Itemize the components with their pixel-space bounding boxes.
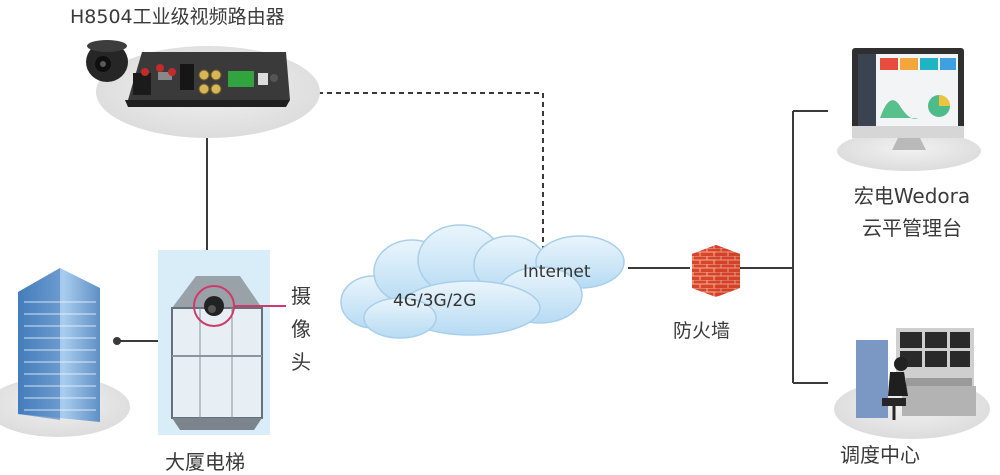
operator-desk-icon xyxy=(834,328,990,439)
router-to-internet-dashed-line xyxy=(318,92,544,248)
elevator-icon xyxy=(158,250,286,435)
networks-label: 4G/3G/2G xyxy=(393,291,477,311)
router-icon xyxy=(125,52,290,107)
cloud-platform-label: 宏电Wedora 云平管理台 xyxy=(844,180,980,244)
cloud-platform-label-line1: 宏电Wedora xyxy=(853,184,971,208)
router-group xyxy=(86,40,320,138)
building-icon xyxy=(0,268,130,437)
elevator-label: 大厦电梯 xyxy=(165,450,245,474)
internet-label: Internet xyxy=(523,262,591,282)
building-link-dot xyxy=(113,337,121,345)
router-title: H8504工业级视频路由器 xyxy=(70,6,285,28)
connections xyxy=(117,92,828,384)
firewall-label: 防火墙 xyxy=(673,320,731,342)
firewall-icon xyxy=(692,245,740,297)
camera-label: 摄像头 xyxy=(291,284,311,374)
monitor-icon xyxy=(837,48,981,171)
cloud-icon xyxy=(340,224,625,339)
dispatch-center-label: 调度中心 xyxy=(840,443,920,467)
cloud-platform-label-line2: 云平管理台 xyxy=(862,216,962,240)
dome-camera-icon xyxy=(86,40,128,82)
